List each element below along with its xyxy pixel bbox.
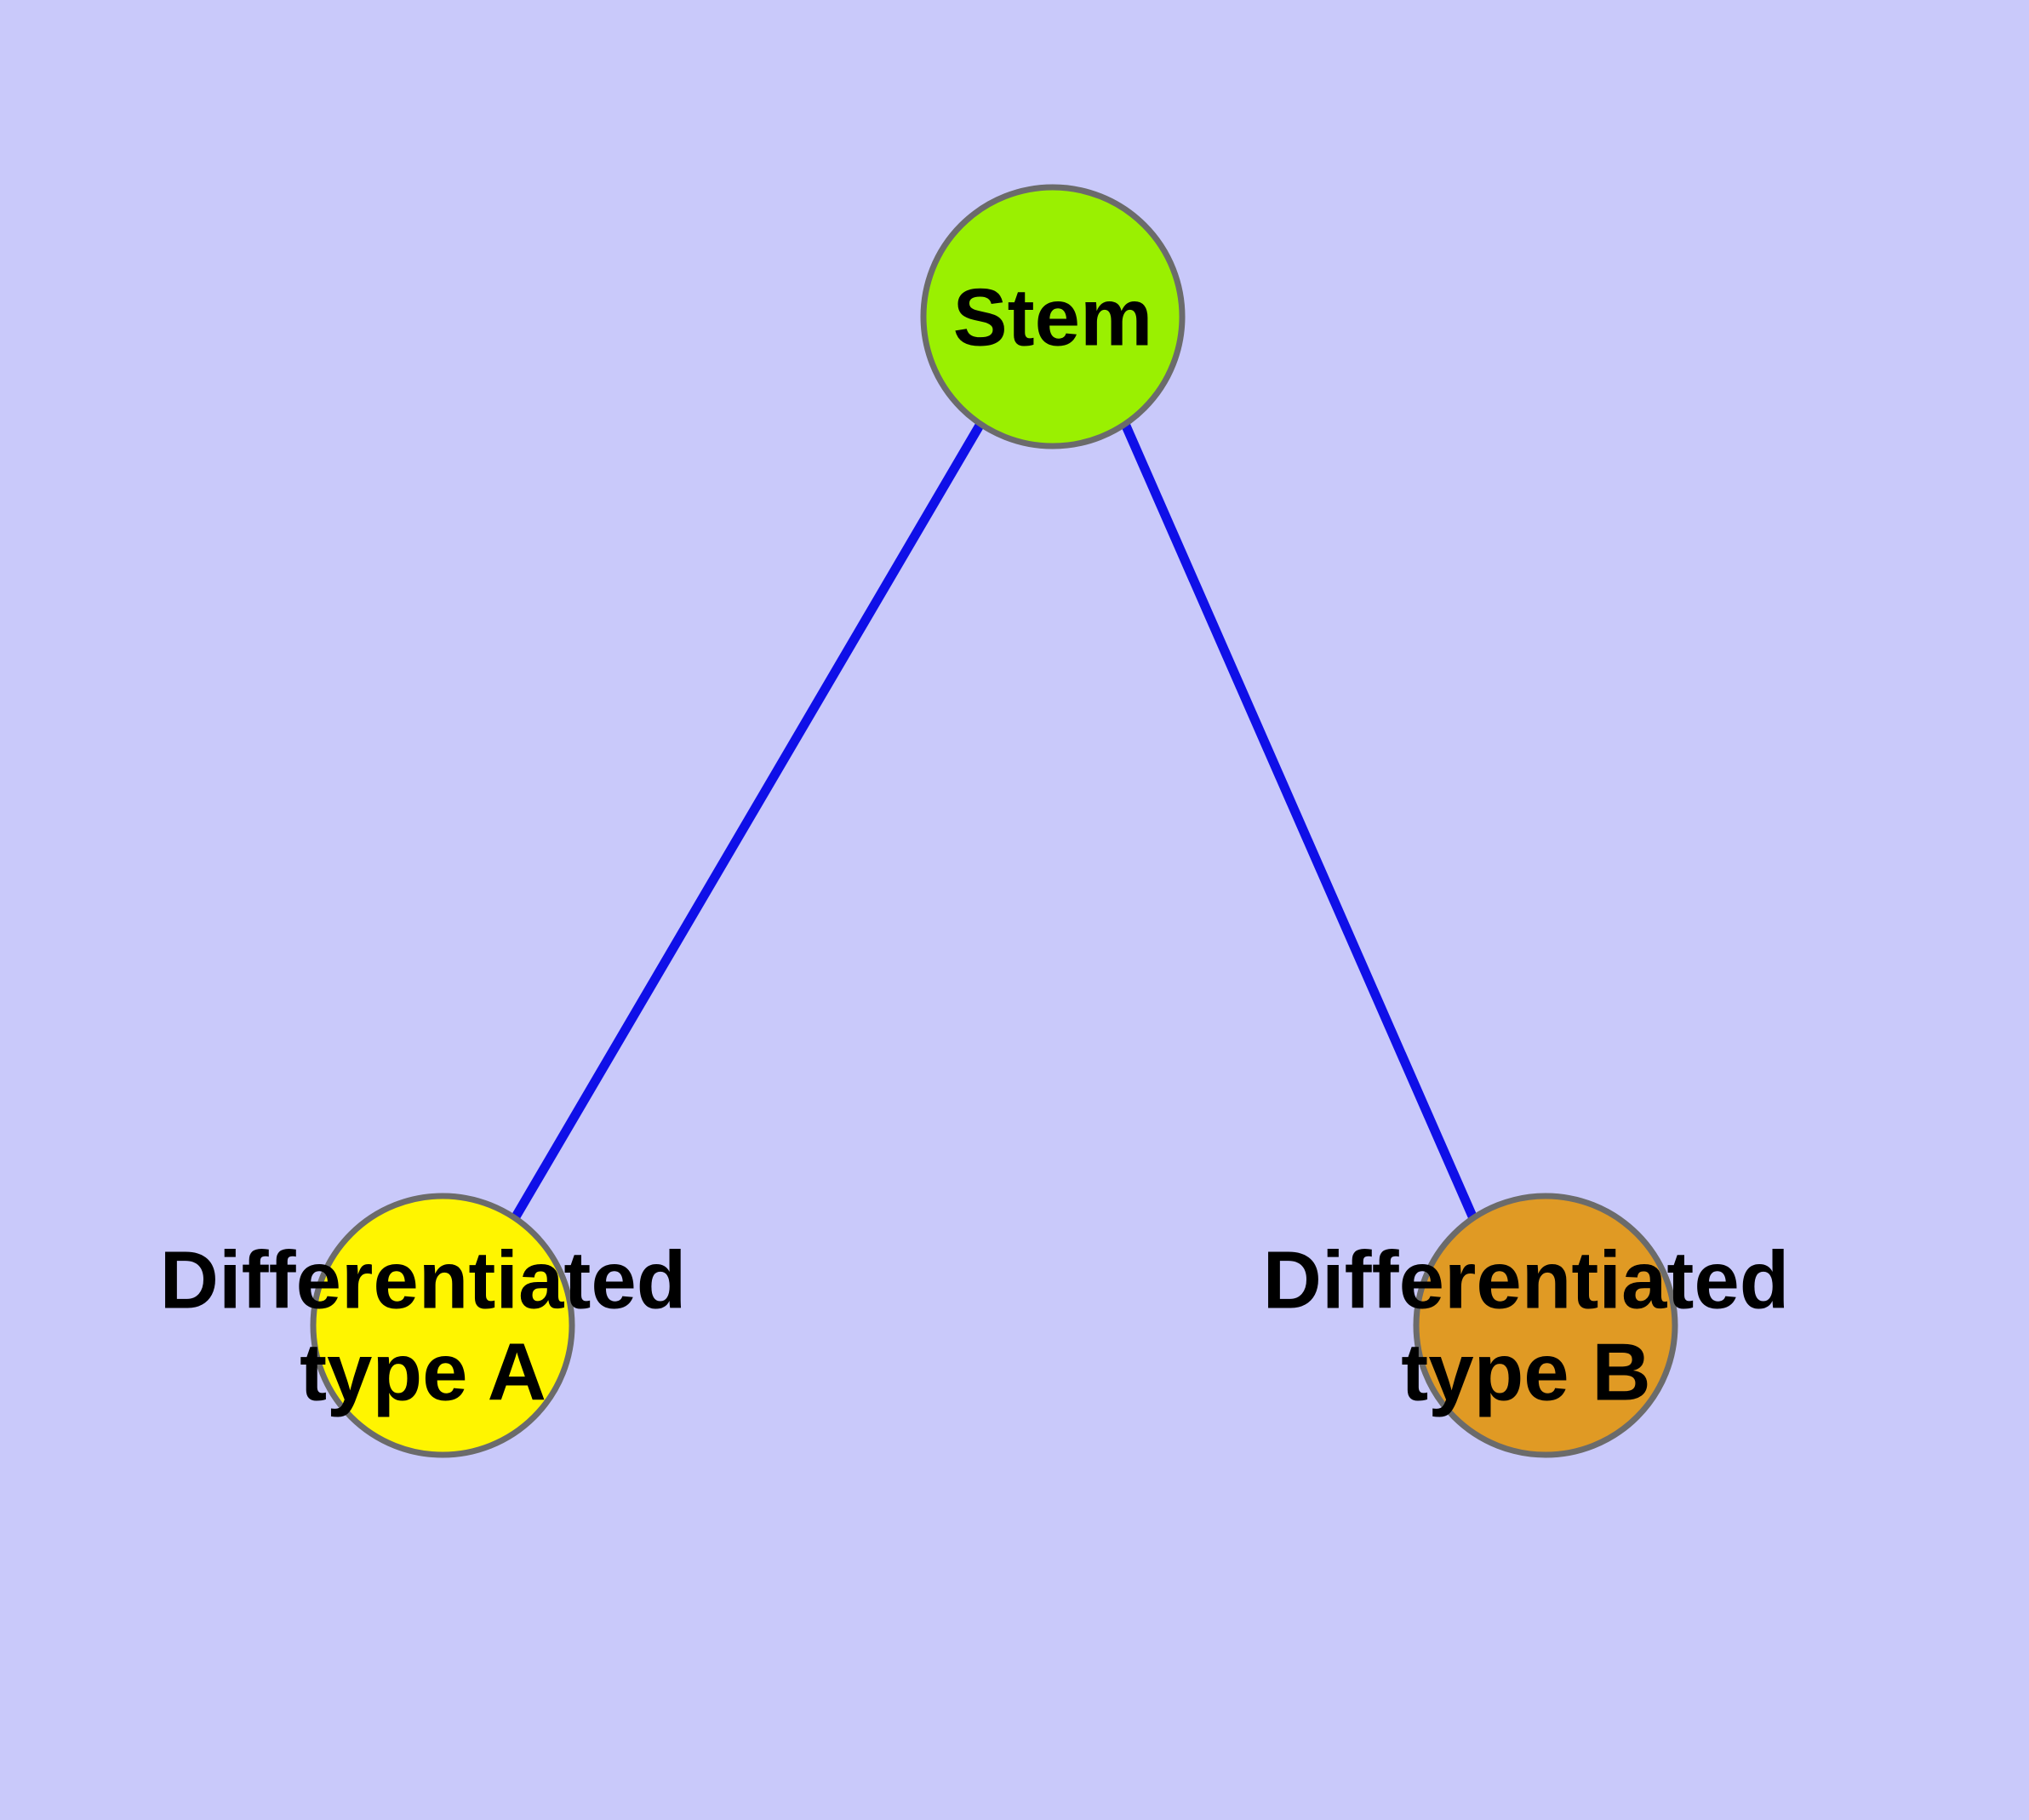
nodes-layer	[310, 184, 1678, 1458]
node-label-line: Differentiated	[1263, 1235, 1790, 1326]
node-label-line: Stem	[953, 272, 1153, 363]
node-stem[interactable]	[920, 184, 1186, 449]
node-label-line: type A	[300, 1327, 546, 1418]
node-diff-b[interactable]	[1413, 1193, 1678, 1458]
edges-layer	[511, 421, 1478, 1221]
node-diff-a[interactable]	[310, 1193, 575, 1458]
node-label-line: Differentiated	[160, 1235, 687, 1326]
node-label-line: type B	[1401, 1327, 1650, 1418]
edge-stem-to-diff-a[interactable]	[511, 421, 985, 1221]
edge-stem-to-diff-b[interactable]	[1120, 421, 1478, 1221]
node-label-stem: Stem	[953, 272, 1153, 363]
